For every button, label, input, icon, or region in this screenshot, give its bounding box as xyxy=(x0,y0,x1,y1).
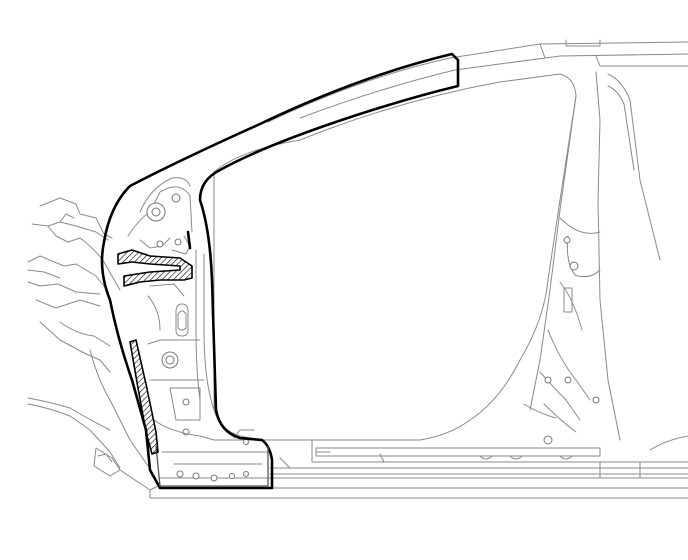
roof-rail-lower xyxy=(299,53,688,119)
front-pillar-outer-outline xyxy=(100,52,460,490)
b-pillar-rear-edge xyxy=(595,71,621,441)
fender-apron-upper xyxy=(39,197,113,239)
lower-pillar-section-cut xyxy=(129,339,159,455)
section-cuts xyxy=(117,249,193,455)
cowl-section-cut xyxy=(117,249,193,287)
a-pillar-inner-panel xyxy=(127,186,193,237)
door-opening-inner xyxy=(213,73,577,441)
b-pillar-front-edge xyxy=(529,95,577,411)
pillar-base-box xyxy=(155,445,269,487)
rocker-sill-upper xyxy=(213,439,688,463)
roof-a-pillar-outer-line xyxy=(100,52,460,490)
body-structure-lines xyxy=(27,39,688,499)
roof-rail-upper xyxy=(267,41,688,123)
windshield-pillar-inner-line xyxy=(186,230,192,250)
